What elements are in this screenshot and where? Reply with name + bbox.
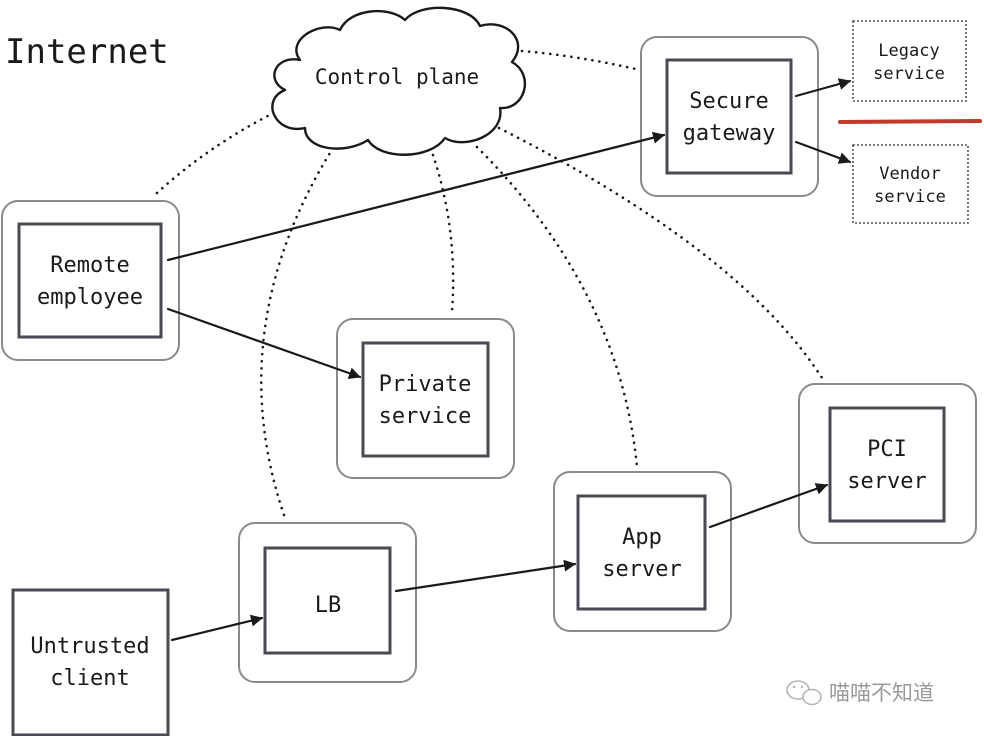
pci-server-node: PCI server [798, 383, 977, 544]
arrow-remote-to-private [166, 307, 362, 379]
control-link-private-service [431, 153, 455, 314]
app-server-line2: server [602, 557, 681, 582]
app-server-line1: App [622, 525, 662, 550]
control-link-secure-gateway [520, 49, 642, 72]
boundary-divider [838, 119, 982, 124]
traffic-arrows [166, 78, 852, 642]
page-title: Internet [5, 32, 169, 72]
arrow-gateway-to-vendor [794, 140, 852, 164]
pci-server-line2: server [847, 469, 926, 494]
control-plane-label: Control plane [315, 65, 479, 89]
app-server-node: App server [553, 471, 732, 632]
remote-employee-node: Remote employee [1, 200, 180, 361]
watermark: 喵喵不知道 [786, 680, 934, 706]
secure-gateway-node: Secure gateway [640, 36, 819, 197]
arrow-app-to-pci [708, 483, 829, 529]
secure-gateway-line1: Secure [689, 89, 768, 114]
legacy-service-line1: Legacy [878, 41, 939, 61]
lb-label: LB [315, 593, 342, 618]
private-service-node: Private service [336, 318, 515, 479]
arrow-lb-to-app [394, 559, 577, 593]
remote-employee-line1: Remote [50, 253, 129, 278]
arrow-remote-to-gateway [166, 131, 666, 262]
arrow-gateway-to-legacy [794, 78, 852, 98]
private-service-line2: service [379, 404, 472, 429]
untrusted-client-node: Untrusted client [11, 588, 170, 736]
vendor-service-node: Vendor service [852, 144, 969, 224]
private-service-line1: Private [379, 372, 472, 397]
control-plane-cloud: Control plane [271, 6, 527, 156]
secure-gateway-line2: gateway [683, 121, 776, 146]
untrusted-client-line1: Untrusted [30, 634, 149, 659]
lb-node: LB [238, 522, 417, 683]
untrusted-client-line2: client [50, 666, 129, 691]
vendor-service-line1: Vendor [879, 164, 940, 184]
wechat-icon [786, 680, 822, 706]
arrow-client-to-lb [170, 614, 264, 642]
legacy-service-line2: service [873, 64, 945, 84]
control-link-lb [260, 146, 335, 520]
vendor-service-line2: service [874, 187, 946, 207]
legacy-service-node: Legacy service [852, 20, 967, 102]
remote-employee-line2: employee [37, 285, 143, 310]
watermark-text: 喵喵不知道 [829, 681, 934, 705]
control-link-remote-employee [155, 103, 292, 195]
pci-server-line1: PCI [867, 437, 907, 462]
